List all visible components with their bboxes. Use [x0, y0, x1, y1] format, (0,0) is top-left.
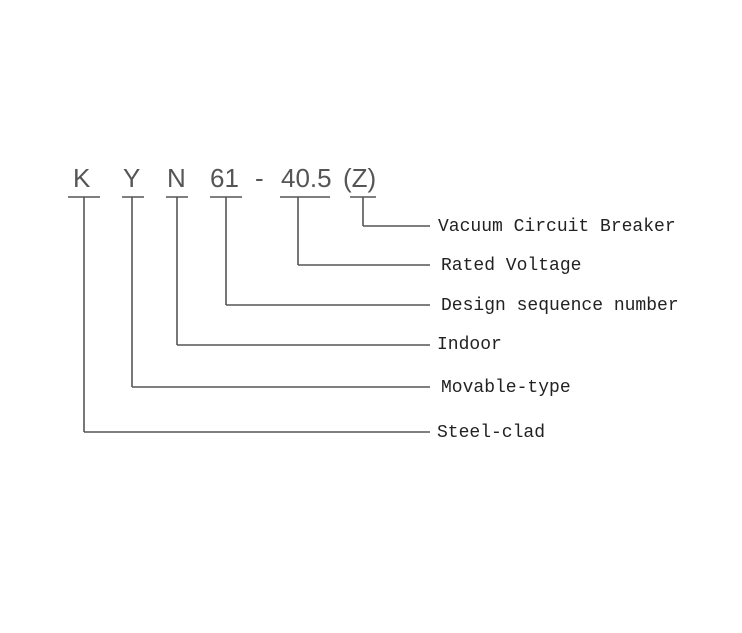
meaning-series: Design sequence number — [441, 296, 679, 316]
meaning-y: Movable-type — [441, 378, 571, 398]
meaning-n: Indoor — [437, 335, 502, 355]
meaning-k: Steel-clad — [437, 423, 546, 443]
meaning-breaker: Vacuum Circuit Breaker — [438, 217, 676, 237]
meaning-voltage: Rated Voltage — [441, 256, 582, 276]
code-n: N — [167, 163, 186, 193]
code-voltage: 40.5 — [281, 163, 332, 193]
code-k: K — [73, 163, 91, 193]
code-series: 61 — [210, 163, 239, 193]
code-y: Y — [123, 163, 141, 193]
code-dash: - — [255, 163, 264, 193]
code-breaker: (Z) — [343, 163, 377, 193]
